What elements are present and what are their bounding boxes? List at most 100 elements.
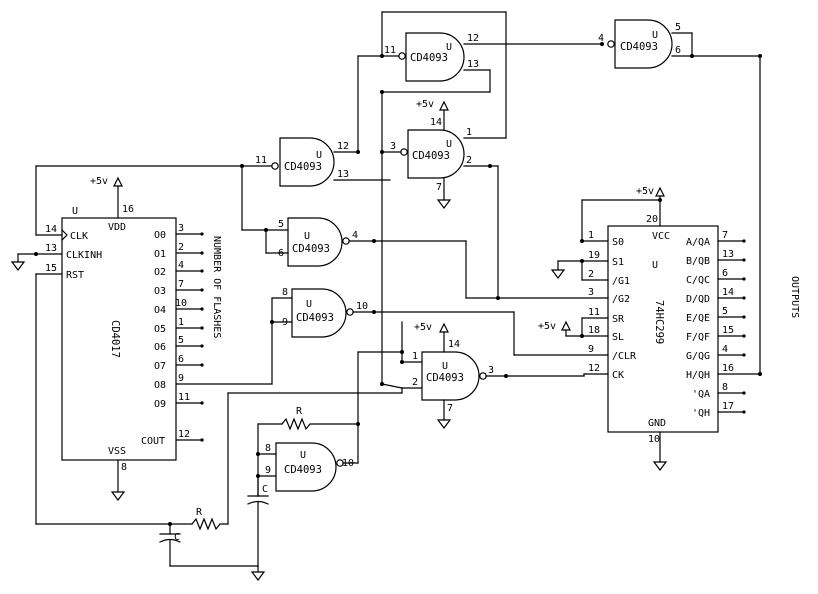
sr-pin-num: 2 <box>588 269 594 280</box>
sr-open-outputs <box>742 239 746 414</box>
pin-label: 3 <box>390 141 396 152</box>
sr-pin-name: S1 <box>612 257 624 268</box>
pin-label: 6 <box>278 248 284 259</box>
pin-label: 11 <box>384 45 396 56</box>
gate-unit-label: U <box>316 150 322 161</box>
sr-pin-name: SR <box>612 314 625 325</box>
cd4017-out-num: 3 <box>178 223 184 234</box>
sr-pin-num: 3 <box>588 287 594 298</box>
sr-out-num: 15 <box>722 325 734 336</box>
cd4017-open-pins <box>200 232 204 442</box>
pin-label: 1 <box>412 351 418 362</box>
cd4017-part-label: CD4017 <box>109 320 121 358</box>
shift-register-body <box>607 225 719 433</box>
outputs-caption: OUTPUTS <box>789 276 800 318</box>
gate-part-label: CD4093 <box>284 161 322 173</box>
supply-arrow-icon <box>113 176 123 187</box>
cd4017-body <box>61 217 177 461</box>
ground-icon <box>436 199 452 209</box>
gate-part-label: CD4093 <box>410 52 448 64</box>
cd4017-out-name: O7 <box>154 361 166 372</box>
sr-pin-num: 12 <box>588 363 600 374</box>
cd4017-supply-label: +5v <box>90 176 108 187</box>
cd4017-out-num: 7 <box>178 279 184 290</box>
sr-part-label: 74HC299 <box>653 300 665 344</box>
cd4017-out-name: O4 <box>154 305 166 316</box>
cd4017-vss-pin: 8 <box>121 462 127 473</box>
cd4017-out-name: O3 <box>154 286 166 297</box>
sr-out-num: 5 <box>722 306 728 317</box>
pin-label: 14 <box>448 339 460 350</box>
nand-gate-6: U CD4093 8 9 10 <box>270 287 515 385</box>
gate-part-label: CD4093 <box>426 372 464 384</box>
sr-pin-name: CK <box>612 370 624 381</box>
cd4017-out-name: O0 <box>154 230 166 241</box>
cd4017-unit-label: U <box>72 206 78 217</box>
sr-out-name: B/QB <box>686 256 710 267</box>
resistor-label: R <box>296 406 303 417</box>
shift-register-74hc299: VCC 20 +5v U 74HC299 GND 10 1 S0 19 S1 2… <box>465 186 800 471</box>
sr-pin-name: /G2 <box>612 294 630 305</box>
sr-out-num: 17 <box>722 401 734 412</box>
cd4017-out-name: O1 <box>154 249 166 260</box>
nand-gate-1: U CD4093 11 12 13 <box>357 11 603 385</box>
cd4017-vdd-pin: 16 <box>122 204 134 215</box>
sr-gnd-pin: 10 <box>648 434 660 445</box>
reset-rc-network: C R <box>159 392 403 581</box>
sr-out-name: 'QH <box>692 408 710 419</box>
cd4017-out-name: COUT <box>141 436 165 447</box>
ground-icon <box>550 269 566 279</box>
pin-label: 14 <box>430 117 442 128</box>
supply-arrow-icon <box>561 320 571 331</box>
sr-out-num: 8 <box>722 382 728 393</box>
pin-label: 8 <box>265 443 271 454</box>
sr-out-name: D/QD <box>686 294 710 305</box>
cd4017-out-num: 10 <box>175 298 187 309</box>
cd4017-out-name: O5 <box>154 324 166 335</box>
nand-gate-7: U CD4093 1 2 3 +5v 14 7 <box>357 321 585 429</box>
sr-unit-label: U <box>652 260 658 271</box>
nand-gate-3: U CD4093 3 1 2 +5v 14 7 <box>380 99 507 299</box>
sr-pin-name: S0 <box>612 237 624 248</box>
sr-pin-name: /CLR <box>612 351 637 362</box>
gate-unit-label: U <box>446 42 452 53</box>
gate-part-label: CD4093 <box>292 243 330 255</box>
pin-label: 10 <box>356 301 368 312</box>
sr-vcc-label: VCC <box>652 231 670 242</box>
sr-out-name: E/QE <box>686 313 710 324</box>
gate-unit-label: U <box>652 30 658 41</box>
sr-vcc-pin: 20 <box>646 214 658 225</box>
pin-label: 12 <box>467 33 479 44</box>
pin-label: 7 <box>436 182 442 193</box>
cd4017-pin-name: RST <box>66 270 84 281</box>
cd4017-out-name: O8 <box>154 380 166 391</box>
sr-out-num: 7 <box>722 230 728 241</box>
supply-arrow-icon <box>439 100 449 111</box>
nand-gate-oscillator: U CD4093 8 9 10 R C <box>247 351 360 567</box>
cd4017-pin-name: CLKINH <box>66 250 102 261</box>
nand-gate-2: U CD4093 4 5 6 <box>598 19 762 375</box>
gate-supply-label: +5v <box>416 99 434 110</box>
sr-supply-label: +5v <box>538 321 556 332</box>
pin-label: 11 <box>255 155 267 166</box>
sr-gnd-label: GND <box>648 418 666 429</box>
sr-pin-name: /G1 <box>612 276 630 287</box>
cd4017-out-num: 4 <box>178 260 184 271</box>
sr-pin-name: SL <box>612 332 624 343</box>
pin-label: 7 <box>447 403 453 414</box>
sr-out-num: 6 <box>722 268 728 279</box>
cd4017-vdd-label: VDD <box>108 222 126 233</box>
cd4017-pin-name: CLK <box>70 231 88 242</box>
nand-gate-5: U CD4093 5 6 4 <box>240 164 467 299</box>
sr-pin-num: 1 <box>588 230 594 241</box>
cd4017-out-name: O9 <box>154 399 166 410</box>
pin-label: 4 <box>352 230 358 241</box>
cd4017-out-num: 6 <box>178 354 184 365</box>
counter-input-wiring <box>10 165 243 525</box>
supply-arrow-icon <box>439 322 449 333</box>
sr-out-name: H/QH <box>686 370 710 381</box>
ground-icon <box>10 261 26 271</box>
cd4017-out-num: 5 <box>178 335 184 346</box>
cd4017-vss-label: VSS <box>108 446 126 457</box>
